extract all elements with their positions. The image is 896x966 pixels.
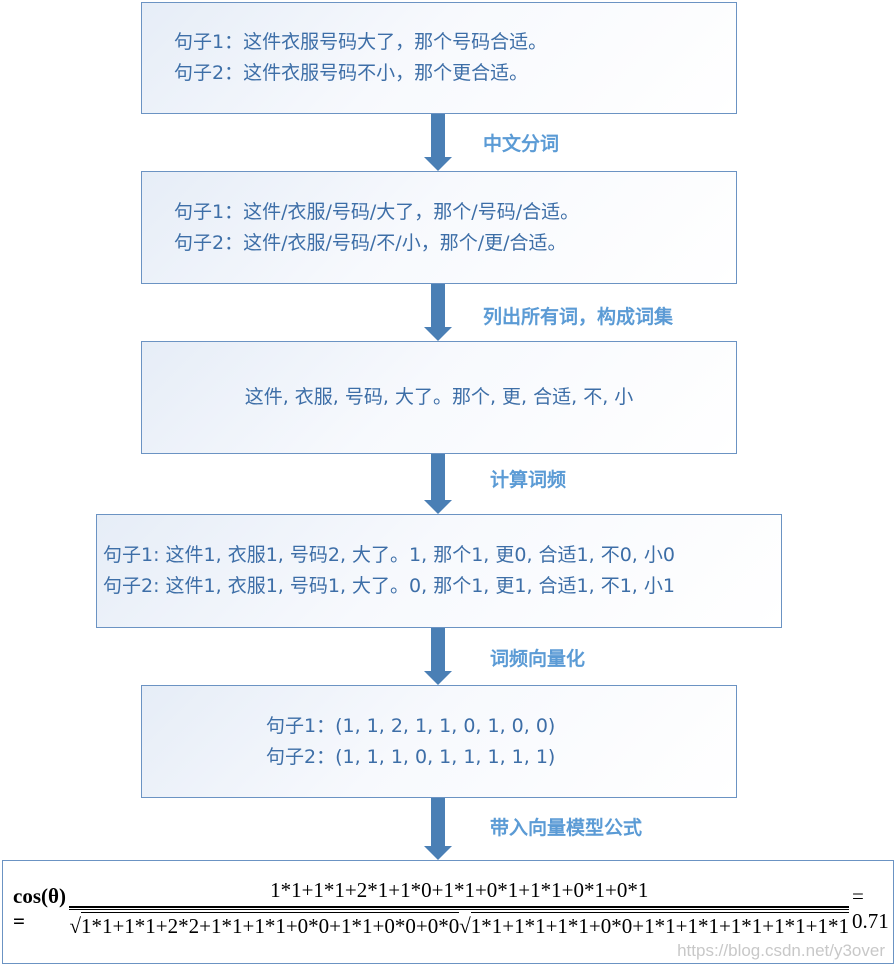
formula-numerator: 1*1+1*1+2*1+1*0+1*1+0*1+1*1+0*1+0*1	[270, 878, 649, 902]
sqrt-2-radicand: 1*1+1*1+1*1+0*0+1*1+1*1+1*1+1*1+1*1	[470, 912, 849, 938]
fraction-bar	[69, 906, 849, 910]
arrow-down-icon	[424, 628, 452, 685]
formula-result: = 0.71	[852, 883, 889, 933]
step-box-vectors: 句子1：(1, 1, 2, 1, 1, 0, 1, 0, 0) 句子2：(1, …	[141, 685, 737, 798]
step-box-word-set: 这件, 衣服, 号码, 大了。那个, 更, 合适, 不, 小	[141, 341, 737, 454]
step-label-frequency: 计算词频	[490, 469, 567, 491]
frequency-sentence-2: 句子2: 这件1, 衣服1, 号码1, 大了。0, 那个1, 更1, 合适1, …	[103, 575, 675, 597]
formula-lhs: cos(θ) =	[13, 883, 66, 933]
vector-sentence-1: 句子1：(1, 1, 2, 1, 1, 0, 1, 0, 0)	[266, 714, 556, 737]
step-label-segmentation: 中文分词	[483, 133, 560, 155]
segmented-sentence-1: 句子1：这件/衣服/号码/大了，那个/号码/合适。	[174, 200, 580, 223]
sqrt-icon: √	[69, 914, 81, 938]
sentence-2: 句子2：这件衣服号码不小，那个更合适。	[174, 62, 529, 84]
formula-denominator: √1*1+1*1+2*2+1*1+1*1+0*0+1*1+0*0+0*0 √1*…	[69, 910, 849, 939]
step-label-vectorize: 词频向量化	[490, 648, 586, 670]
formula-box: cos(θ) = 1*1+1*1+2*1+1*0+1*1+0*1+1*1+0*1…	[2, 860, 894, 964]
step-box-sentences: 句子1：这件衣服号码大了，那个号码合适。 句子2：这件衣服号码不小，那个更合适。	[141, 2, 737, 114]
arrow-down-icon	[424, 798, 452, 860]
sqrt-icon: √	[459, 914, 471, 938]
word-set: 这件, 衣服, 号码, 大了。那个, 更, 合适, 不, 小	[244, 386, 634, 408]
formula-fraction: 1*1+1*1+2*1+1*0+1*1+0*1+1*1+0*1+0*1 √1*1…	[69, 878, 849, 939]
step-box-frequency: 句子1: 这件1, 衣服1, 号码2, 大了。1, 那个1, 更0, 合适1, …	[96, 514, 782, 628]
sqrt-1: √1*1+1*1+2*2+1*1+1*1+0*0+1*1+0*0+0*0	[69, 912, 460, 939]
watermark: https://blog.csdn.net/y3over	[677, 941, 885, 960]
step-label-formula: 带入向量模型公式	[490, 817, 643, 839]
sentence-1: 句子1：这件衣服号码大了，那个号码合适。	[174, 31, 548, 53]
sqrt-1-radicand: 1*1+1*1+2*2+1*1+1*1+0*0+1*1+0*0+0*0	[80, 912, 460, 938]
step-label-word-set: 列出所有词，构成词集	[483, 306, 674, 328]
cosine-formula: cos(θ) = 1*1+1*1+2*1+1*0+1*1+0*1+1*1+0*1…	[13, 878, 893, 939]
arrow-down-icon	[424, 114, 452, 171]
vector-sentence-2: 句子2：(1, 1, 1, 0, 1, 1, 1, 1, 1)	[266, 745, 556, 768]
step-box-segmented: 句子1：这件/衣服/号码/大了，那个/号码/合适。 句子2：这件/衣服/号码/不…	[141, 171, 737, 284]
arrow-down-icon	[424, 454, 452, 514]
frequency-sentence-1: 句子1: 这件1, 衣服1, 号码2, 大了。1, 那个1, 更0, 合适1, …	[103, 544, 675, 566]
segmented-sentence-2: 句子2：这件/衣服/号码/不/小，那个/更/合适。	[174, 231, 567, 254]
arrow-down-icon	[424, 284, 452, 341]
sqrt-2: √1*1+1*1+1*1+0*0+1*1+1*1+1*1+1*1+1*1	[459, 912, 849, 939]
